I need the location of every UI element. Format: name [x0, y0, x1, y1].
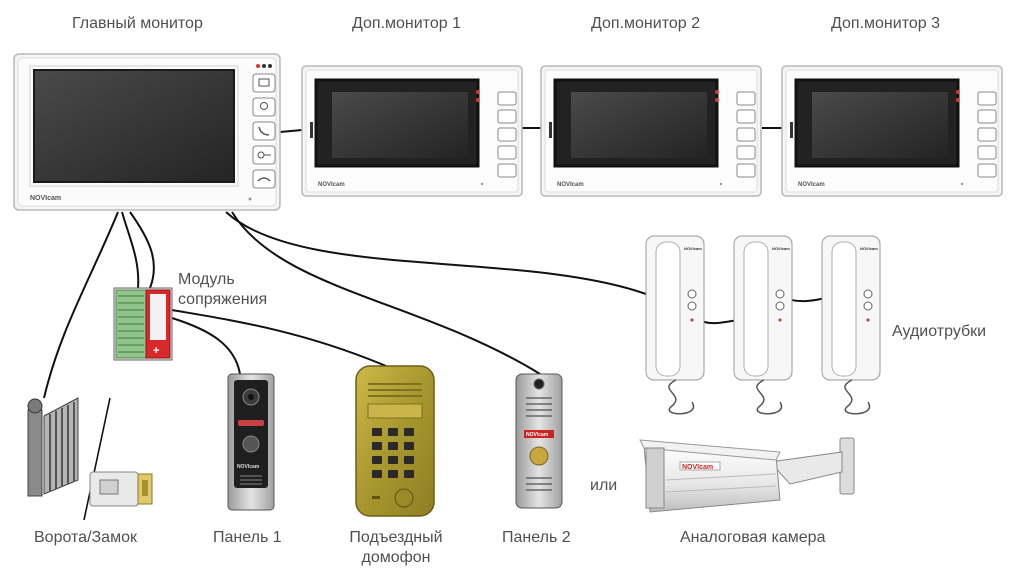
label-analog-camera: Аналоговая камера — [680, 529, 826, 546]
wire-monitor-to-gate — [43, 211, 119, 399]
label-interface-module-line1: Модуль — [178, 271, 235, 288]
label-extra-monitor-1: Доп.монитор 1 — [352, 15, 461, 32]
keypad — [372, 428, 414, 478]
gate — [27, 397, 79, 497]
intercom-icon — [260, 102, 268, 110]
phone-icon — [258, 126, 270, 136]
main-monitor-buttons — [252, 73, 276, 189]
wire-monitor-to-monitor-1 — [279, 129, 303, 133]
extra-monitor-2: NOVIcam — [540, 65, 762, 197]
svg-text:NOVIcam: NOVIcam — [526, 432, 549, 438]
svg-text:NOVIcam: NOVIcam — [318, 182, 345, 188]
handset-3: NOVIcam — [821, 235, 881, 415]
svg-text:+: + — [153, 345, 159, 357]
label-entrance-intercom-line2: домофон — [361, 549, 431, 566]
panel-2-device: NOVIcam — [515, 373, 563, 509]
panel-1-device: NOVIcam — [227, 373, 275, 511]
analog-camera-device: NOVIcam — [639, 437, 855, 513]
label-or: или — [590, 477, 618, 494]
svg-text:NOVIcam: NOVIcam — [682, 464, 713, 471]
svg-text:NOVIcam: NOVIcam — [772, 246, 790, 251]
extra-monitor-1: NOVIcam — [301, 65, 523, 197]
electric-lock — [89, 471, 153, 507]
wire-gate-to-lock — [83, 397, 111, 521]
hangup-icon — [257, 177, 271, 182]
wire-handset-1-to-2 — [699, 319, 739, 325]
entrance-intercom-device — [355, 365, 435, 517]
svg-text:NOVIcam: NOVIcam — [798, 182, 825, 188]
handset-2: NOVIcam — [733, 235, 793, 415]
svg-text:NOVIcam: NOVIcam — [237, 464, 260, 470]
svg-text:NOVIcam: NOVIcam — [684, 246, 702, 251]
wire-monitor-to-module-b — [129, 211, 155, 289]
label-panel-2: Панель 2 — [502, 529, 571, 546]
svg-text:NOVIcam: NOVIcam — [860, 246, 878, 251]
wire-monitor-to-handsets — [225, 211, 647, 295]
wire-monitor-to-panel-2 — [231, 211, 541, 375]
label-gate-lock: Ворота/Замок — [34, 529, 137, 546]
monitor-icon — [258, 78, 270, 87]
label-entrance-intercom-line1: Подъездный — [349, 529, 443, 546]
handset-1: NOVIcam — [645, 235, 705, 415]
label-interface-module-line2: сопряжения — [178, 291, 268, 308]
wire-module-to-panel-1 — [171, 317, 241, 375]
label-main-monitor: Главный монитор — [72, 15, 203, 32]
wire-module-to-intercom — [171, 309, 387, 367]
wire-monitor-to-module-a — [121, 211, 140, 289]
label-extra-monitor-2: Доп.монитор 2 — [591, 15, 700, 32]
label-handsets: Аудиотрубки — [892, 323, 987, 340]
label-panel-1: Панель 1 — [213, 529, 282, 546]
main-monitor: NOVIcam — [13, 53, 281, 211]
label-extra-monitor-3: Доп.монитор 3 — [831, 15, 940, 32]
svg-text:NOVIcam: NOVIcam — [557, 182, 584, 188]
interface-module: + — [113, 287, 173, 361]
extra-monitor-3: NOVIcam — [781, 65, 1003, 197]
monitor-logo: NOVIcam — [30, 195, 61, 202]
